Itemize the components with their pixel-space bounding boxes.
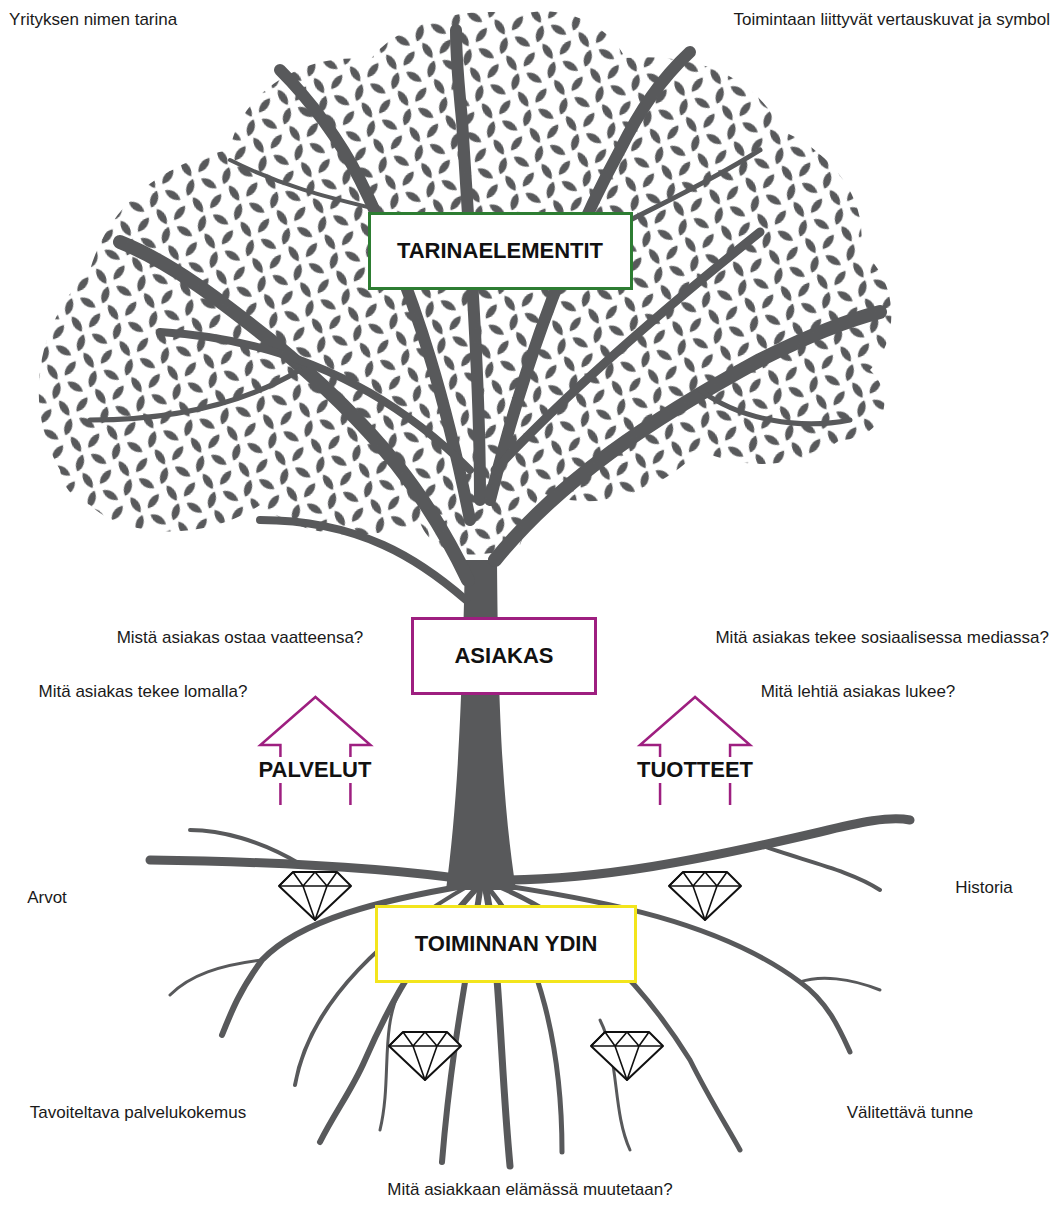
gem-icon — [279, 872, 351, 920]
tree-crown — [39, 11, 892, 554]
annotation-label: Mistä asiakas ostaa vaatteensa? — [114, 626, 367, 649]
core-box: TOIMINNAN YDIN — [375, 905, 637, 983]
arrow-outline — [628, 695, 762, 805]
node-title: ASIAKAS — [454, 643, 553, 669]
up-arrow: PALVELUT — [250, 695, 381, 805]
annotation-label: Mitä lehtiä asiakas lukee? — [758, 680, 959, 703]
node-title: PALVELUT — [256, 757, 375, 783]
node-title: TOIMINNAN YDIN — [415, 931, 598, 957]
root — [170, 960, 262, 995]
arrow-outline — [640, 697, 750, 805]
root — [190, 830, 300, 864]
annotation-label: Yrityksen nimen tarina — [6, 8, 180, 31]
root — [500, 819, 910, 880]
annotation-label: Mitä asiakas tekee sosiaalisessa mediass… — [712, 626, 1052, 649]
story-box: TARINAELEMENTIT — [368, 212, 633, 290]
customer-box: ASIAKAS — [411, 617, 597, 695]
node-title: TARINAELEMENTIT — [397, 238, 603, 264]
arrow-outline — [250, 695, 381, 805]
annotation-label: Arvot — [24, 886, 70, 909]
root — [380, 990, 400, 1130]
node-title: TUOTTEET — [634, 757, 756, 783]
gem-icon — [591, 1032, 663, 1080]
root — [760, 845, 880, 890]
tree-trunk — [446, 560, 516, 890]
annotation-label: Mitä asiakkaan elämässä muutetaan? — [384, 1178, 675, 1201]
annotation-label: Tavoiteltava palvelukokemus — [27, 1101, 249, 1124]
tree-roots — [150, 819, 910, 1166]
annotation-label: Historia — [952, 876, 1016, 899]
annotation-label: Mitä asiakas tekee lomalla? — [36, 680, 251, 703]
arrow-outline — [260, 697, 370, 805]
annotation-label: Välitettävä tunne — [844, 1101, 977, 1124]
gem-icon — [389, 1032, 461, 1080]
up-arrow: TUOTTEET — [628, 695, 762, 805]
gem-icons — [279, 872, 741, 1080]
gem-icon — [669, 872, 741, 920]
root — [800, 978, 880, 990]
annotation-label: Toimintaan liittyvät vertauskuvat ja sym… — [730, 8, 1053, 31]
